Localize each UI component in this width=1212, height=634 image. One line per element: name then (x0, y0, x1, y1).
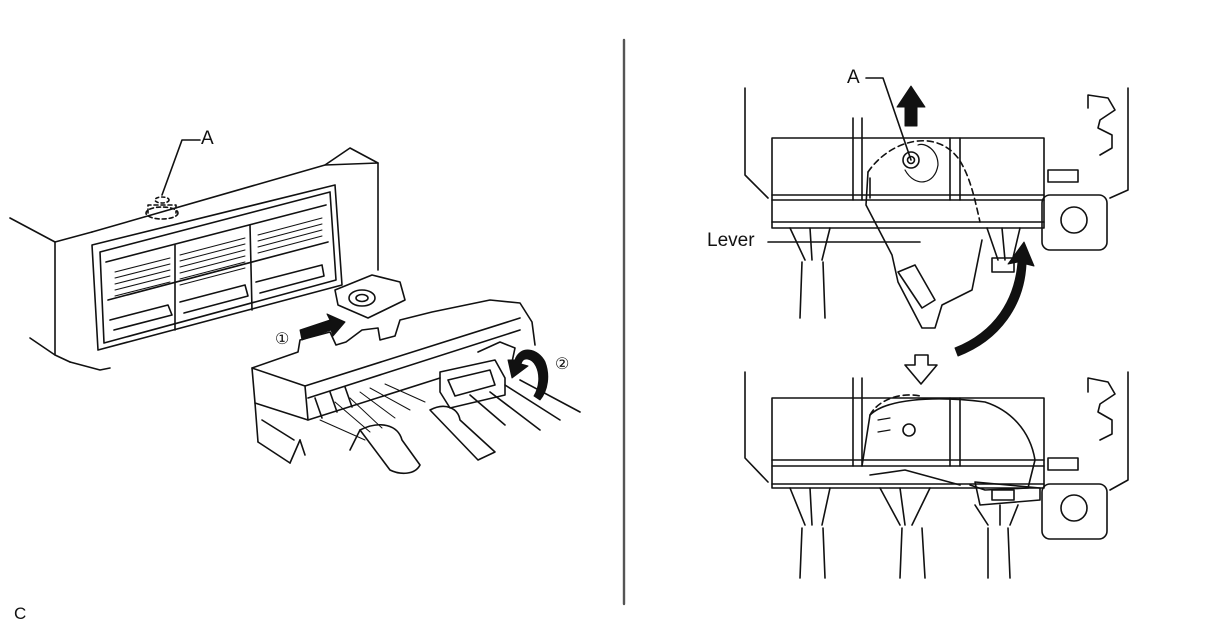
figure-code: C (14, 604, 27, 623)
wires-top (789, 227, 1021, 319)
label-a-leader-right (865, 77, 912, 161)
lift-arrow (896, 85, 926, 127)
ecu-connector-socket (91, 184, 343, 351)
push-arrow-1 (299, 313, 346, 341)
rotate-arrow-2 (507, 349, 549, 401)
ecu-housing (9, 147, 379, 371)
lever-top (865, 139, 983, 329)
ecu-mounting-bracket (334, 274, 406, 319)
right-view-bottom-illustration (744, 371, 1129, 579)
right-view-top-illustration (744, 77, 1129, 357)
label-lever: Lever (707, 230, 755, 251)
ecu-socket-lower (109, 264, 325, 331)
ecu-body-bottom (744, 371, 1129, 540)
wires-bottom (789, 487, 1019, 579)
label-a-leader-left (161, 139, 201, 196)
harness-lock-slider (439, 341, 516, 409)
ecu-pin-rows (114, 217, 323, 297)
left-view-illustration (9, 139, 581, 475)
lock-pin-a-left (145, 196, 179, 220)
harness-connector (251, 299, 536, 464)
step-2-marker: ② (555, 356, 570, 373)
connector-body-top (771, 117, 1045, 229)
swing-arrow (954, 241, 1035, 357)
harness-wire-bundle (349, 379, 581, 475)
lever-bottom (861, 394, 1041, 506)
step-1-marker: ① (275, 331, 290, 348)
label-a-right: A (847, 67, 860, 88)
transition-arrow (904, 354, 938, 385)
harness-internal-wires (319, 383, 426, 441)
label-a-left: A (201, 128, 214, 149)
